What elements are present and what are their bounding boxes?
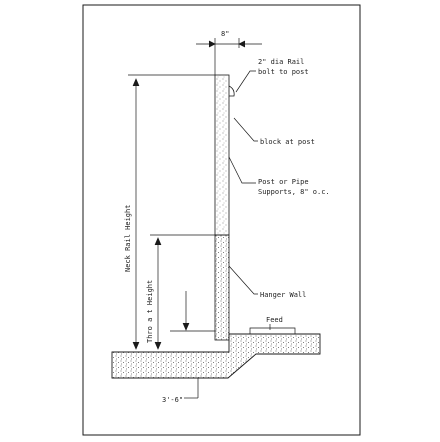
- label-post-width: 8": [221, 30, 229, 38]
- feed-pad: [249, 327, 296, 334]
- hanger-wall: [214, 234, 230, 341]
- sheet-border: [82, 4, 361, 436]
- leader-rail-bolt: [235, 70, 256, 93]
- slab-footing: [111, 333, 321, 379]
- callout-post-supports-line2: Supports, 8" o.c.: [258, 188, 330, 196]
- dim-deck-rail-height: [128, 74, 215, 350]
- label-throat-height: Thro a t Height: [146, 280, 154, 343]
- dim-throat-height: [150, 234, 215, 350]
- label-deck-rail-height: Neck Rail Height: [124, 205, 132, 272]
- dim-footing-offset: [184, 378, 199, 399]
- callout-rail-bolt-line2: bolt to post: [258, 68, 309, 76]
- leader-block: [233, 117, 258, 142]
- callout-block-at-post: block at post: [260, 138, 315, 146]
- leader-post: [228, 156, 256, 184]
- dim-post-width: [196, 38, 262, 75]
- callout-feed: Feed: [266, 316, 283, 324]
- callout-rail-bolt-line1: 2" dia Rail: [258, 58, 304, 66]
- label-footing-offset: 3'-6": [162, 396, 183, 404]
- floor-arrow: [170, 291, 215, 332]
- callout-post-supports-line1: Post or Pipe: [258, 178, 309, 186]
- rail-bolt-shape: [228, 85, 235, 97]
- post-upper: [214, 74, 230, 236]
- leader-hanger: [228, 265, 258, 295]
- callout-hanger-wall: Hanger Wall: [260, 291, 306, 299]
